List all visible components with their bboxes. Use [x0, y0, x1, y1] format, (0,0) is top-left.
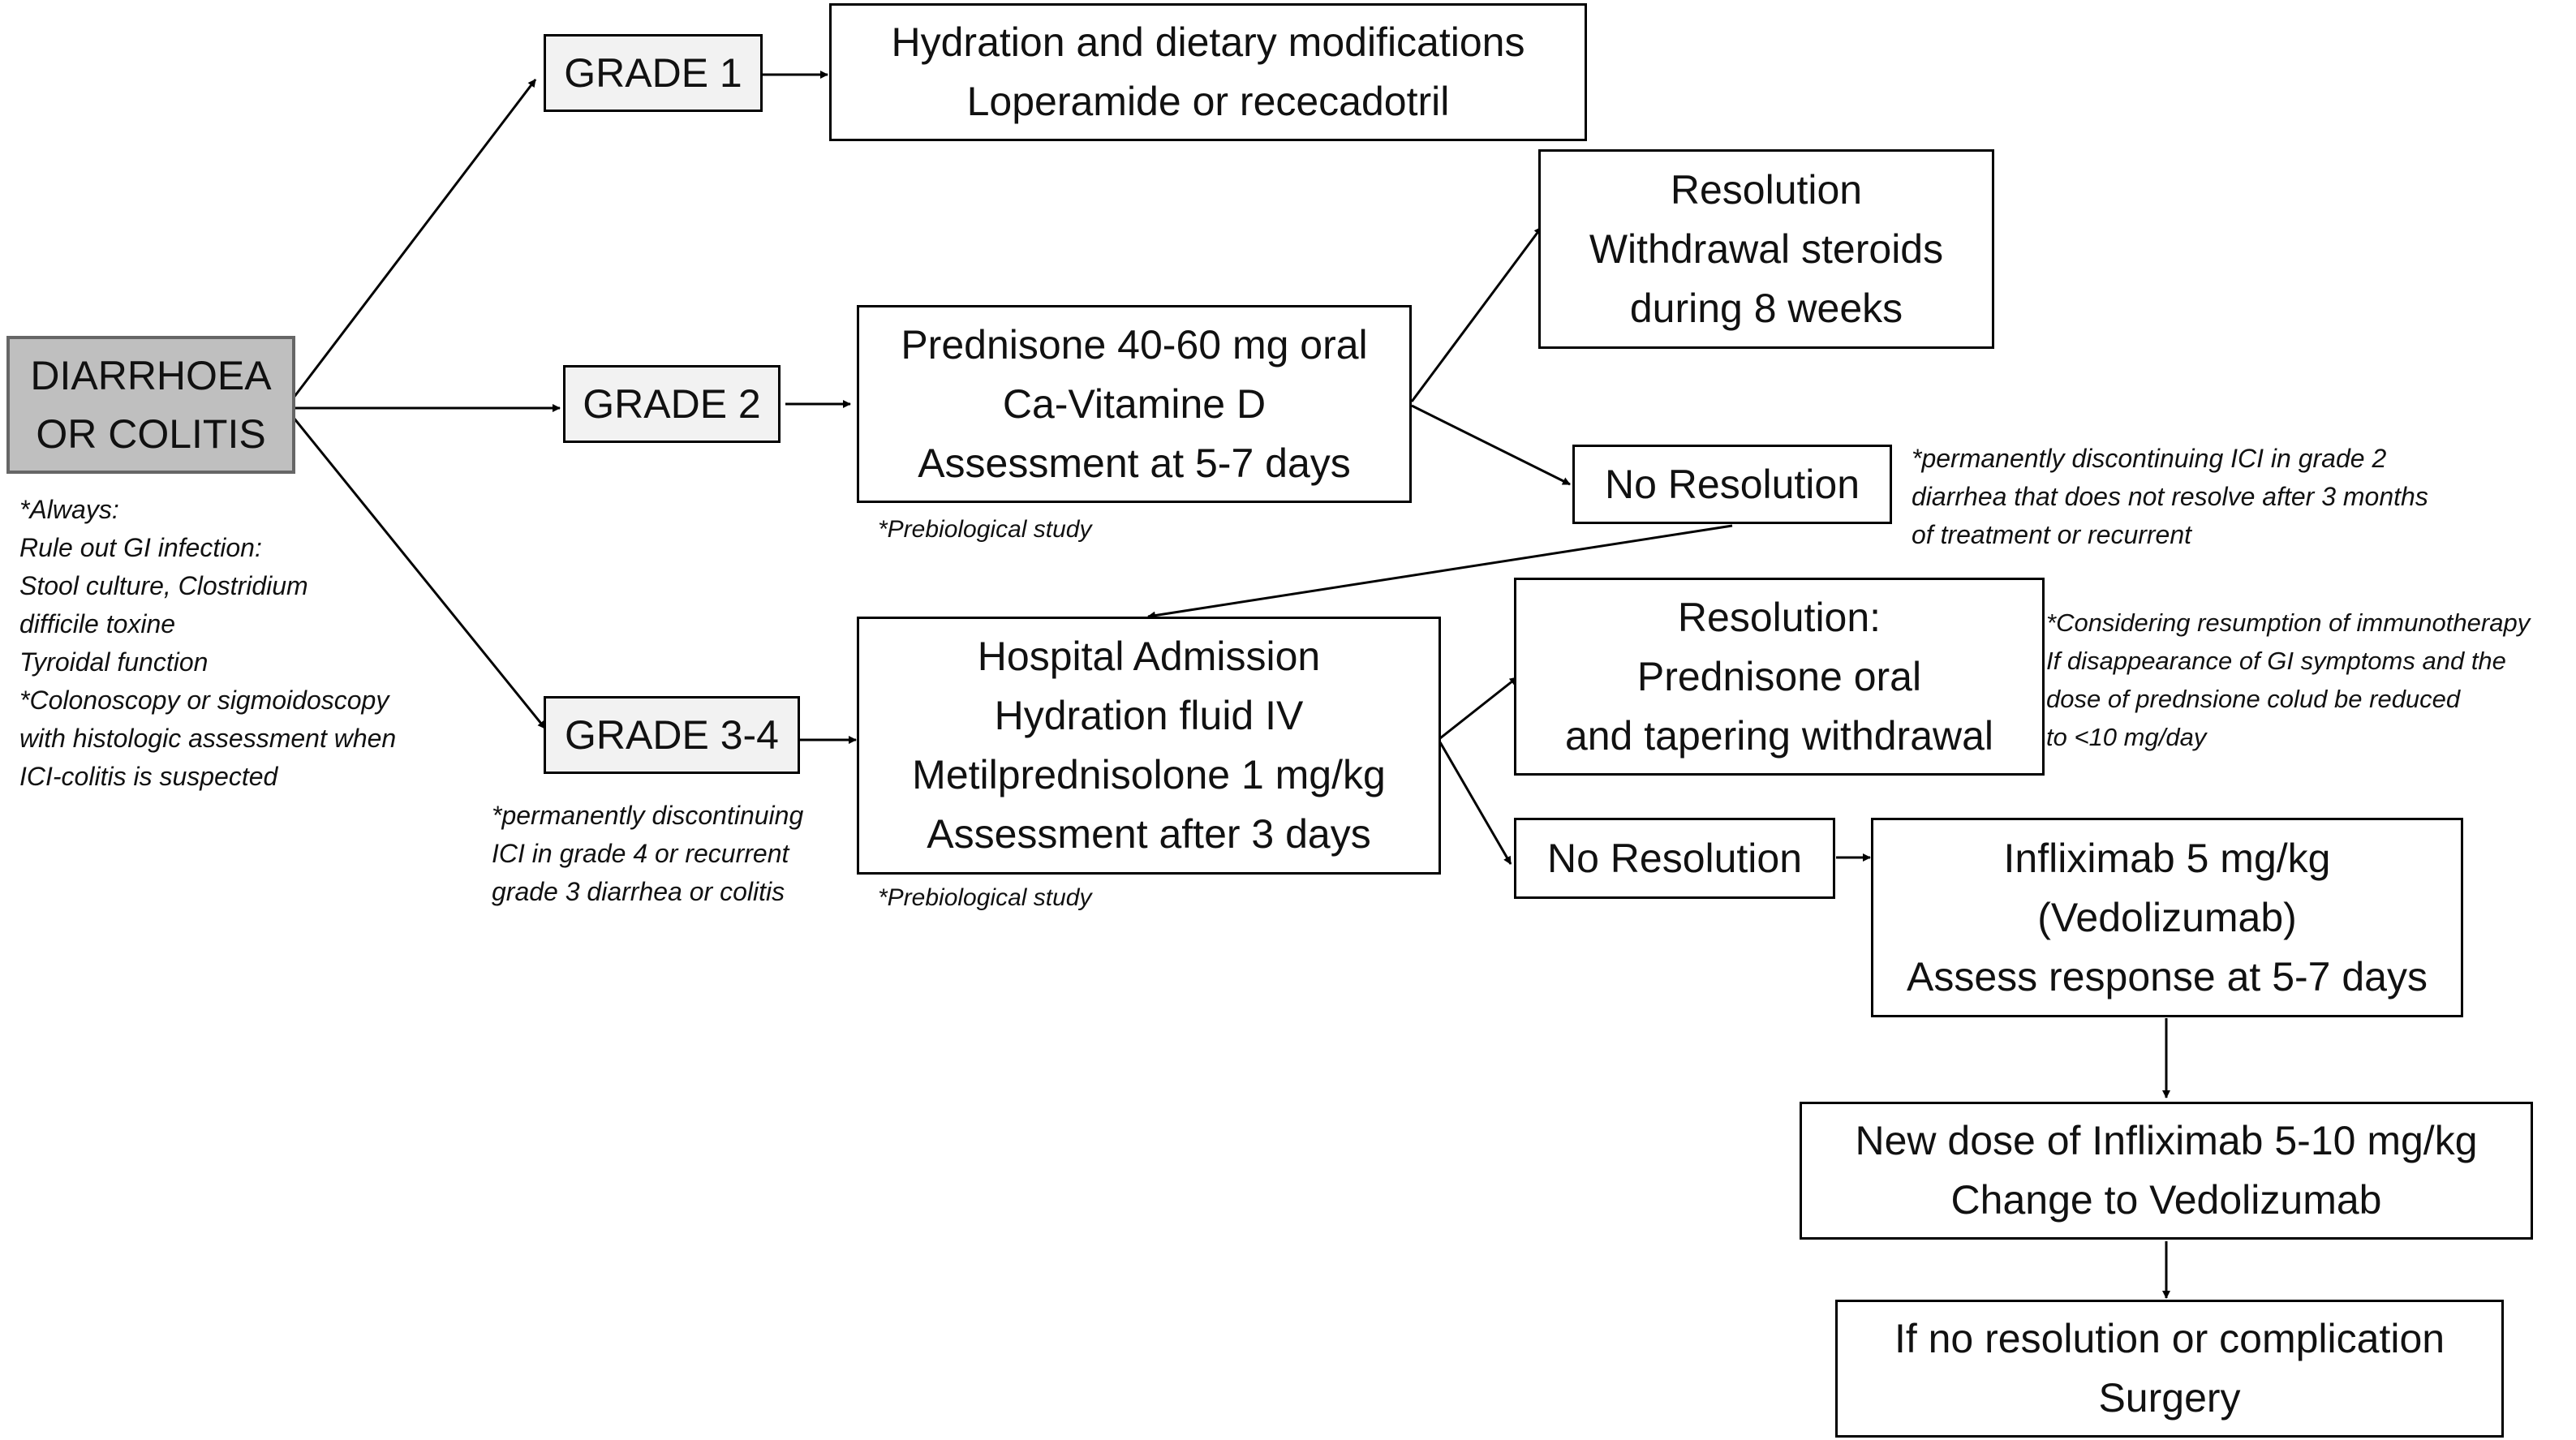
infliximab-box: Infliximab 5 mg/kg (Vedolizumab) Assess … — [1871, 818, 2463, 1017]
grade-1-box: GRADE 1 — [544, 34, 763, 112]
arrow-grade2-to-resolution — [1410, 226, 1543, 402]
prebiological-note-grade-2: *Prebiological study — [878, 516, 1092, 543]
always-note: *Always: Rule out GI infection: Stool cu… — [19, 495, 397, 791]
prebiological-note-grade-3-4: *Prebiological study — [878, 884, 1092, 911]
grade-2-resolution-line-1: Resolution — [1670, 166, 1863, 213]
grade-2-resolution-box: Resolution Withdrawal steroids during 8 … — [1538, 149, 1994, 349]
surgery-line-2: Surgery — [2098, 1375, 2241, 1421]
root-line-1: DIARRHOEA — [30, 353, 272, 398]
grade-2-treatment-line-3: Assessment at 5-7 days — [918, 440, 1351, 486]
grade-3-4-resolution-box: Resolution: Prednisone oral and tapering… — [1514, 578, 2045, 776]
grade-2-resolution-line-3: during 8 weeks — [1629, 285, 1903, 331]
grade-1-treatment-box: Hydration and dietary modifications Lope… — [829, 3, 1587, 141]
arrow-grade2-to-no-resolution — [1411, 404, 1571, 486]
grade-3-4-resolution-line-2: Prednisone oral — [1636, 653, 1922, 699]
grade-3-4-treatment-line-4: Assessment after 3 days — [927, 811, 1371, 857]
surgery-line-1: If no resolution or complication — [1894, 1316, 2445, 1361]
grade-2-no-resolution-box: No Resolution — [1572, 445, 1892, 524]
arrow-grade34-to-no-resolution — [1439, 741, 1512, 865]
grade-2-resolution-line-2: Withdrawal steroids — [1589, 226, 1944, 272]
root-line-2: OR COLITIS — [36, 411, 266, 457]
grade-3-4-label: GRADE 3-4 — [565, 711, 779, 758]
arrow-no-resolution-to-hospital — [1147, 524, 1733, 620]
arrow-root-to-grade1 — [292, 79, 537, 398]
grade-1-label: GRADE 1 — [564, 49, 742, 96]
resumption-note: *Considering resumption of immunotherapy… — [2046, 608, 2531, 751]
new-dose-box: New dose of Infliximab 5-10 mg/kg Change… — [1800, 1102, 2533, 1240]
grade-3-4-treatment-line-3: Metilprednisolone 1 mg/kg — [912, 752, 1386, 797]
new-dose-line-1: New dose of Infliximab 5-10 mg/kg — [1855, 1118, 2478, 1163]
grade-3-4-box: GRADE 3-4 — [544, 696, 800, 774]
diarrhoea-colitis-box: DIARRHOEA OR COLITIS — [6, 336, 295, 474]
arrow-root-to-grade34 — [292, 417, 547, 729]
grade-3-4-treatment-line-1: Hospital Admission — [977, 634, 1321, 679]
grade-2-box: GRADE 2 — [563, 365, 781, 443]
grade-3-4-treatment-box: Hospital Admission Hydration fluid IV Me… — [857, 617, 1441, 875]
surgery-box: If no resolution or complication Surgery — [1835, 1300, 2504, 1438]
grade-1-treatment-line-1: Hydration and dietary modifications — [891, 19, 1525, 65]
grade-2-label: GRADE 2 — [583, 380, 761, 427]
grade-3-4-resolution-line-3: and tapering withdrawal — [1564, 712, 1994, 759]
grade-3-4-no-resolution-box: No Resolution — [1514, 818, 1835, 899]
grade-2-discontinuing-note: *permanently discontinuing ICI in grade … — [1912, 444, 2428, 549]
grade-4-discontinuing-note: *permanently discontinuing ICI in grade … — [492, 801, 804, 906]
grade-3-4-no-resolution-label: No Resolution — [1546, 835, 1803, 881]
infliximab-line-3: Assess response at 5-7 days — [1907, 953, 2428, 999]
grade-3-4-treatment-line-2: Hydration fluid IV — [994, 693, 1304, 738]
infliximab-line-1: Infliximab 5 mg/kg — [2003, 835, 2331, 881]
arrow-grade34-to-resolution — [1439, 676, 1518, 740]
grade-2-treatment-box: Prednisone 40-60 mg oral Ca-Vitamine D A… — [857, 305, 1412, 503]
new-dose-line-2: Change to Vedolizumab — [1950, 1177, 2382, 1223]
infliximab-line-2: (Vedolizumab) — [2037, 894, 2297, 940]
grade-3-4-resolution-line-1: Resolution: — [1677, 594, 1881, 640]
grade-2-no-resolution-label: No Resolution — [1604, 461, 1860, 507]
grade-2-treatment-line-2: Ca-Vitamine D — [1002, 380, 1266, 427]
grade-1-treatment-line-2: Loperamide or rececadotril — [966, 79, 1450, 124]
grade-2-treatment-line-1: Prednisone 40-60 mg oral — [901, 321, 1368, 368]
